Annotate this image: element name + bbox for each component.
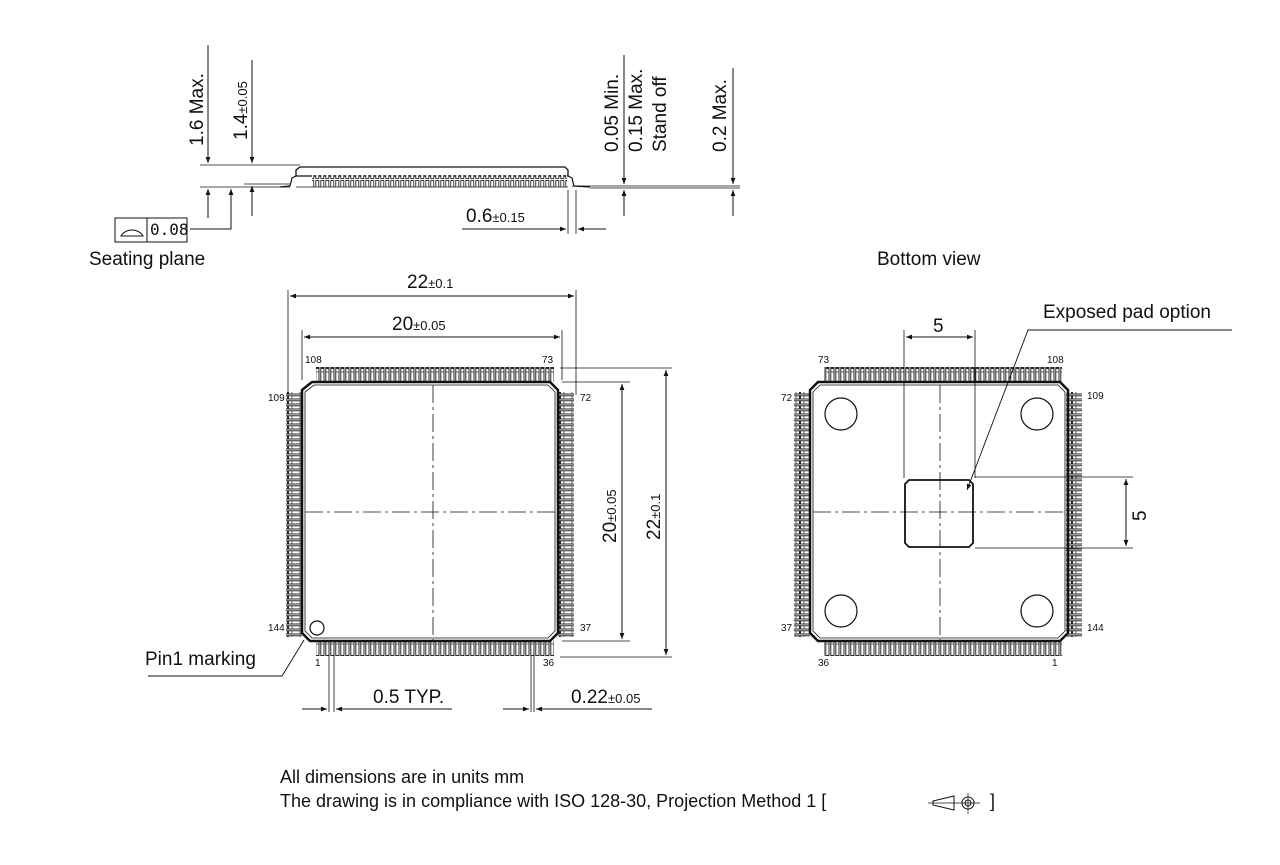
pin-label-108: 108	[305, 355, 322, 366]
bv-pin-label-72: 72	[781, 393, 793, 404]
bottom-view-title: Bottom view	[877, 249, 981, 270]
exposed-pad-label: Exposed pad option	[1043, 302, 1211, 323]
lead-thickness-label: 0.2 Max.	[710, 79, 731, 152]
note-iso-bracket-end: ]	[990, 791, 996, 811]
pin1-marker	[309, 620, 325, 636]
first-angle-projection-icon	[928, 793, 980, 814]
body-width-label: 20±0.05	[392, 314, 446, 335]
body-height-label: 1.4±0.05	[231, 81, 252, 140]
pin-label-144: 144	[268, 623, 285, 634]
pin-label-37: 37	[580, 623, 592, 634]
top-view	[148, 290, 672, 712]
side-view	[114, 45, 740, 243]
bv-pin-label-1: 1	[1052, 658, 1058, 669]
foot-length-label: 0.6±0.15	[466, 206, 525, 227]
height-max-label: 1.6 Max.	[187, 73, 208, 146]
overall-width-label: 22±0.1	[407, 272, 454, 293]
standoff-label: Stand off	[650, 76, 671, 152]
flatness-icon	[120, 229, 144, 237]
seating-plane-label: Seating plane	[89, 249, 206, 270]
bv-pin-label-37: 37	[781, 623, 793, 634]
pitch-label: 0.5 TYP.	[373, 687, 445, 708]
pin-label-73: 73	[542, 355, 554, 366]
coplanarity-value: 0.08	[150, 220, 189, 239]
bv-pin-label-73: 73	[818, 355, 830, 366]
note-iso-compliance: The drawing is in compliance with ISO 12…	[280, 791, 827, 811]
standoff-max-label: 0.15 Max.	[626, 68, 647, 152]
bottom-view	[794, 329, 1232, 656]
pad-height-label: 5	[1130, 510, 1151, 521]
body-height-dim-label: 20±0.05	[600, 489, 621, 543]
bv-pin-label-109: 109	[1087, 391, 1104, 402]
pad-width-label: 5	[933, 316, 944, 337]
bv-pin-label-144: 144	[1087, 623, 1104, 634]
pin1-marking-label: Pin1 marking	[145, 649, 256, 670]
pin-label-109: 109	[268, 393, 285, 404]
pin-label-36: 36	[543, 658, 555, 669]
note-units: All dimensions are in units mm	[280, 767, 525, 787]
pin-label-72: 72	[580, 393, 592, 404]
overall-height-label: 22±0.1	[644, 493, 665, 540]
bv-pin-label-108: 108	[1047, 355, 1064, 366]
standoff-min-label: 0.05 Min.	[602, 73, 623, 152]
bv-pin-label-36: 36	[818, 658, 830, 669]
pin-label-1: 1	[315, 658, 321, 669]
lead-width-label: 0.22±0.05	[571, 687, 641, 708]
